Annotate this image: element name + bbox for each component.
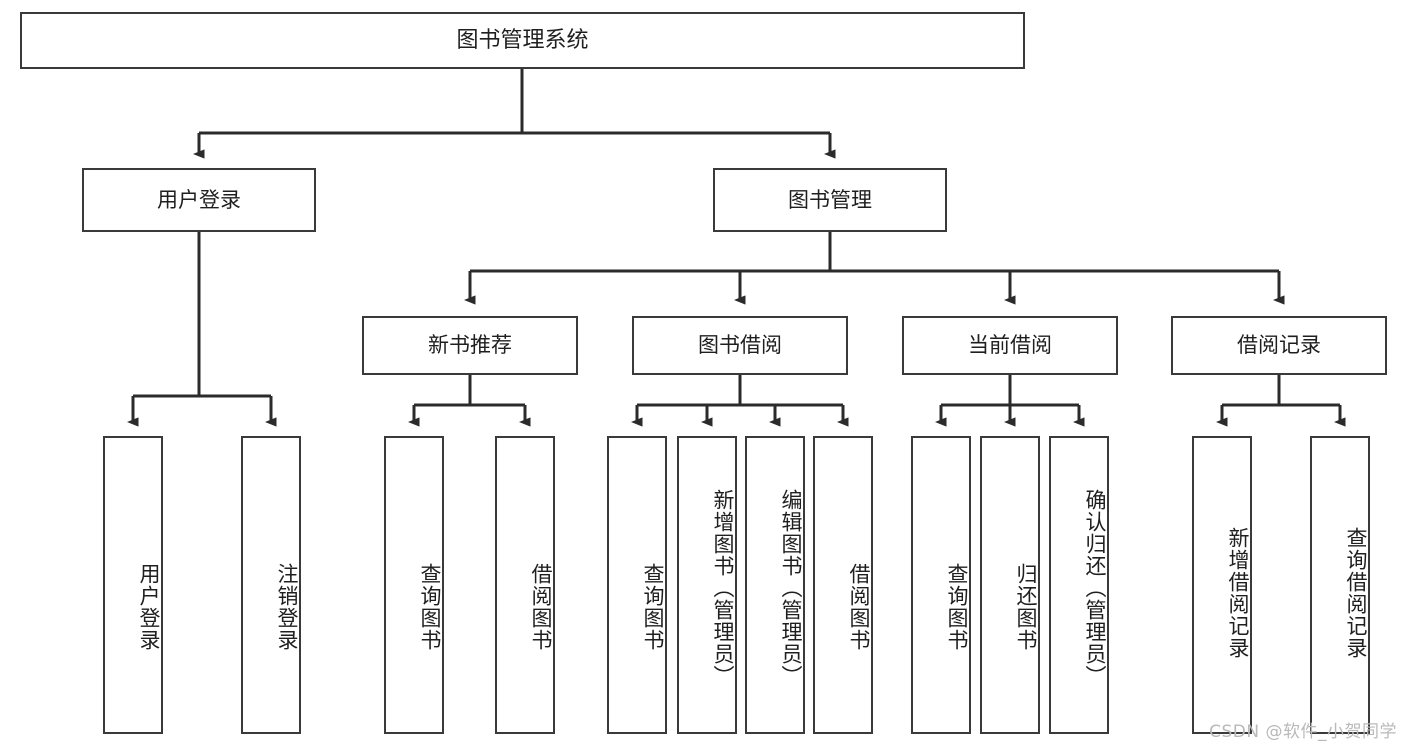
node-label: 借阅图书 [529, 563, 553, 651]
node-label: 图书管理 [788, 187, 872, 212]
node-new-book-recommend[interactable]: 新书推荐 [362, 316, 578, 375]
node-label: 新书推荐 [428, 333, 512, 358]
node-root-system[interactable]: 图书管理系统 [20, 12, 1025, 69]
node-label: 查询图书 [418, 563, 442, 651]
leaf-borrow-book[interactable]: 借阅图书 [813, 436, 873, 734]
node-label: 借阅图书 [847, 563, 871, 651]
node-label: 确认归还（管理员） [1083, 489, 1107, 687]
leaf-add-book-admin[interactable]: 新增图书（管理员） [677, 436, 737, 734]
leaf-add-borrow-record[interactable]: 新增借阅记录 [1192, 436, 1252, 734]
leaf-query-book-borrow[interactable]: 查询图书 [607, 436, 667, 734]
node-label: 查询图书 [641, 563, 665, 651]
leaf-return-book[interactable]: 归还图书 [980, 436, 1040, 734]
node-user-login[interactable]: 用户登录 [82, 168, 316, 232]
node-label: 当前借阅 [968, 333, 1052, 358]
leaf-query-borrow-record[interactable]: 查询借阅记录 [1310, 436, 1370, 734]
node-label: 新增借阅记录 [1226, 527, 1250, 659]
node-book-management[interactable]: 图书管理 [713, 168, 947, 232]
leaf-borrow-book-recommend[interactable]: 借阅图书 [495, 436, 555, 734]
node-label: 图书借阅 [698, 333, 782, 358]
leaf-edit-book-admin[interactable]: 编辑图书（管理员） [745, 436, 805, 734]
node-label: 图书管理系统 [456, 27, 589, 53]
node-book-borrow[interactable]: 图书借阅 [632, 316, 848, 375]
leaf-confirm-return-admin[interactable]: 确认归还（管理员） [1049, 436, 1109, 734]
leaf-user-login[interactable]: 用户登录 [103, 436, 163, 734]
leaf-query-book-recommend[interactable]: 查询图书 [384, 436, 444, 734]
node-label: 注销登录 [275, 563, 299, 651]
node-label: 用户登录 [157, 187, 241, 212]
leaf-query-book-current[interactable]: 查询图书 [911, 436, 971, 734]
node-label: 查询图书 [945, 563, 969, 651]
node-label: 借阅记录 [1237, 333, 1321, 358]
node-label: 新增图书（管理员） [711, 489, 735, 687]
node-label: 用户登录 [137, 563, 161, 651]
node-borrow-record[interactable]: 借阅记录 [1171, 316, 1387, 375]
leaf-logout[interactable]: 注销登录 [241, 436, 301, 734]
node-label: 查询借阅记录 [1344, 527, 1368, 659]
node-label: 编辑图书（管理员） [779, 489, 803, 687]
csdn-watermark: CSDN @软件_小贺同学 [1209, 722, 1397, 742]
node-current-borrow[interactable]: 当前借阅 [902, 316, 1118, 375]
node-label: 归还图书 [1014, 563, 1038, 651]
